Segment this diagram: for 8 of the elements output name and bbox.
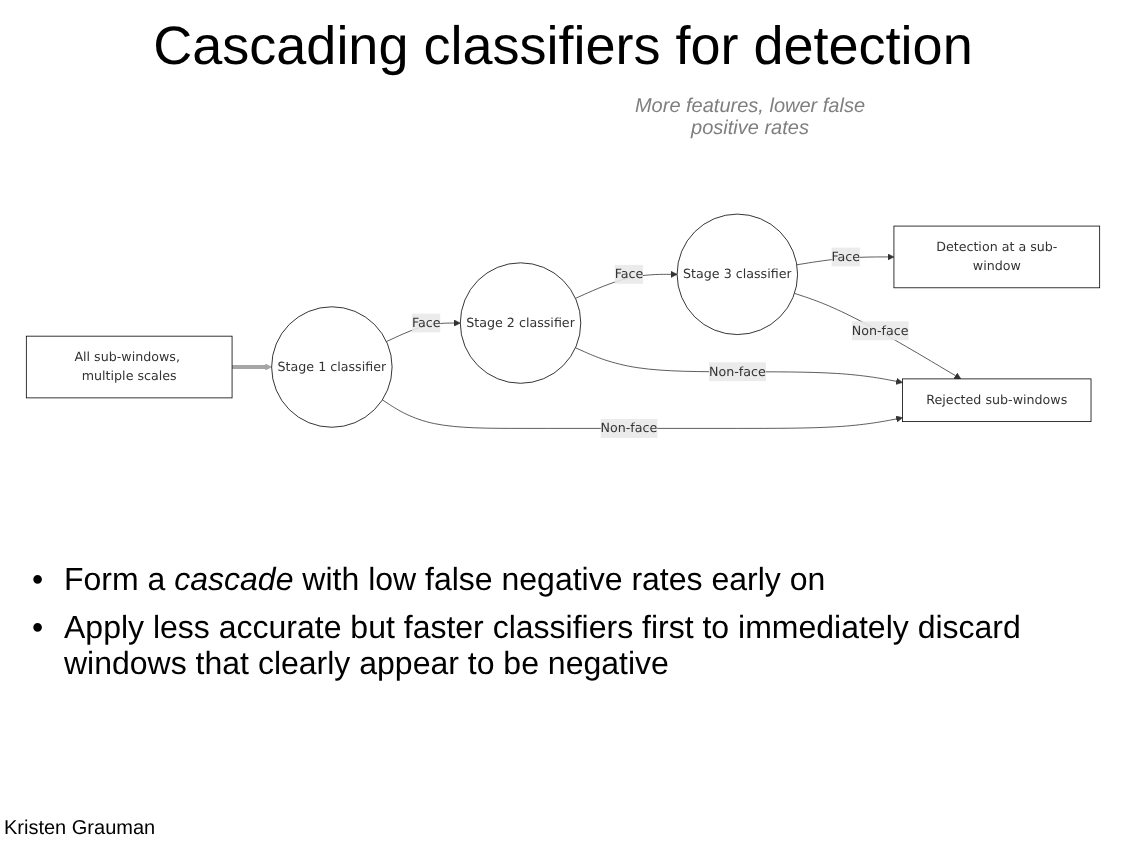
title: Cascading classifiers for detection (151, 16, 975, 78)
bullet-text: Apply less accurate but faster classifiers first to immediately discard windows that clearly appear to be negative (64, 612, 1021, 682)
bullet-text: Form a cascade with low false negative rates early on (64, 564, 826, 598)
arrow (232, 363, 272, 371)
bullet-marker: • (32, 612, 44, 648)
bullet-marker: • (32, 564, 44, 600)
note-text: More features, lower false positive rates (632, 96, 868, 140)
credit-text: Kristen Grauman (4, 818, 156, 840)
